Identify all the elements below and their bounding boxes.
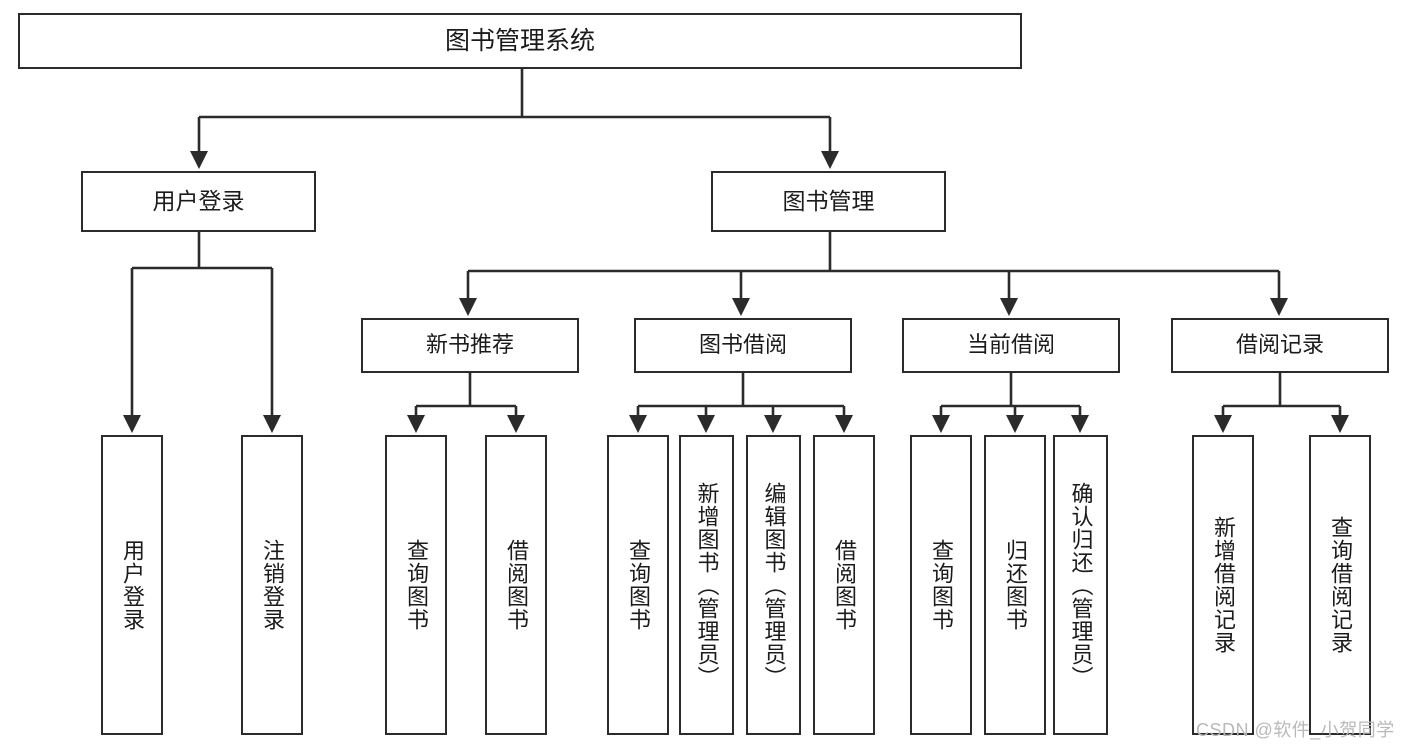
node-leaf-borrow-books-newbook[interactable]: 借阅图书: [485, 435, 547, 735]
node-label: 查询图书: [929, 539, 954, 631]
node-leaf-confirm-return-admin[interactable]: 确认归还（管理员）: [1053, 435, 1108, 735]
node-leaf-query-borrow-record[interactable]: 查询借阅记录: [1309, 435, 1371, 735]
node-label: 借阅图书: [832, 539, 857, 631]
node-book-management[interactable]: 图书管理: [711, 171, 946, 232]
node-leaf-logout[interactable]: 注销登录: [241, 435, 303, 735]
node-leaf-edit-book-admin[interactable]: 编辑图书（管理员）: [746, 435, 801, 735]
node-label: 查询图书: [404, 539, 429, 631]
node-label: 确认归还（管理员）: [1068, 481, 1094, 689]
node-label: 图书借阅: [698, 332, 787, 358]
node-book-borrowing[interactable]: 图书借阅: [634, 318, 852, 373]
node-label: 用户登录: [152, 187, 245, 214]
node-label: 图书管理: [782, 187, 875, 214]
node-leaf-add-borrow-record[interactable]: 新增借阅记录: [1192, 435, 1254, 735]
node-leaf-borrow-books[interactable]: 借阅图书: [813, 435, 875, 735]
node-label: 查询借阅记录: [1328, 516, 1353, 654]
node-leaf-return-books[interactable]: 归还图书: [984, 435, 1046, 735]
node-label: 新书推荐: [425, 332, 514, 358]
node-label: 查询图书: [626, 539, 651, 631]
node-new-book-recommendation[interactable]: 新书推荐: [361, 318, 579, 373]
node-label: 新增图书（管理员）: [694, 481, 720, 689]
node-user-login[interactable]: 用户登录: [81, 171, 316, 232]
node-label: 当前借阅: [966, 332, 1055, 358]
node-leaf-query-books-current[interactable]: 查询图书: [910, 435, 972, 735]
node-borrow-records[interactable]: 借阅记录: [1171, 318, 1389, 373]
node-label: 编辑图书（管理员）: [761, 481, 787, 689]
node-leaf-query-books-newbook[interactable]: 查询图书: [385, 435, 447, 735]
node-label: 用户登录: [120, 539, 145, 631]
node-book-management-system[interactable]: 图书管理系统: [18, 13, 1022, 69]
node-leaf-add-book-admin[interactable]: 新增图书（管理员）: [679, 435, 734, 735]
node-label: 新增借阅记录: [1211, 516, 1236, 654]
csdn-watermark: CSDN @软件_小贺同学: [1196, 720, 1395, 740]
node-label: 借阅记录: [1235, 332, 1324, 358]
node-label: 归还图书: [1003, 539, 1028, 631]
node-leaf-user-login[interactable]: 用户登录: [101, 435, 163, 735]
node-label: 图书管理系统: [444, 27, 595, 55]
node-current-borrowing[interactable]: 当前借阅: [902, 318, 1120, 373]
node-label: 注销登录: [260, 539, 285, 631]
node-leaf-query-books-borrow[interactable]: 查询图书: [607, 435, 669, 735]
node-label: 借阅图书: [504, 539, 529, 631]
